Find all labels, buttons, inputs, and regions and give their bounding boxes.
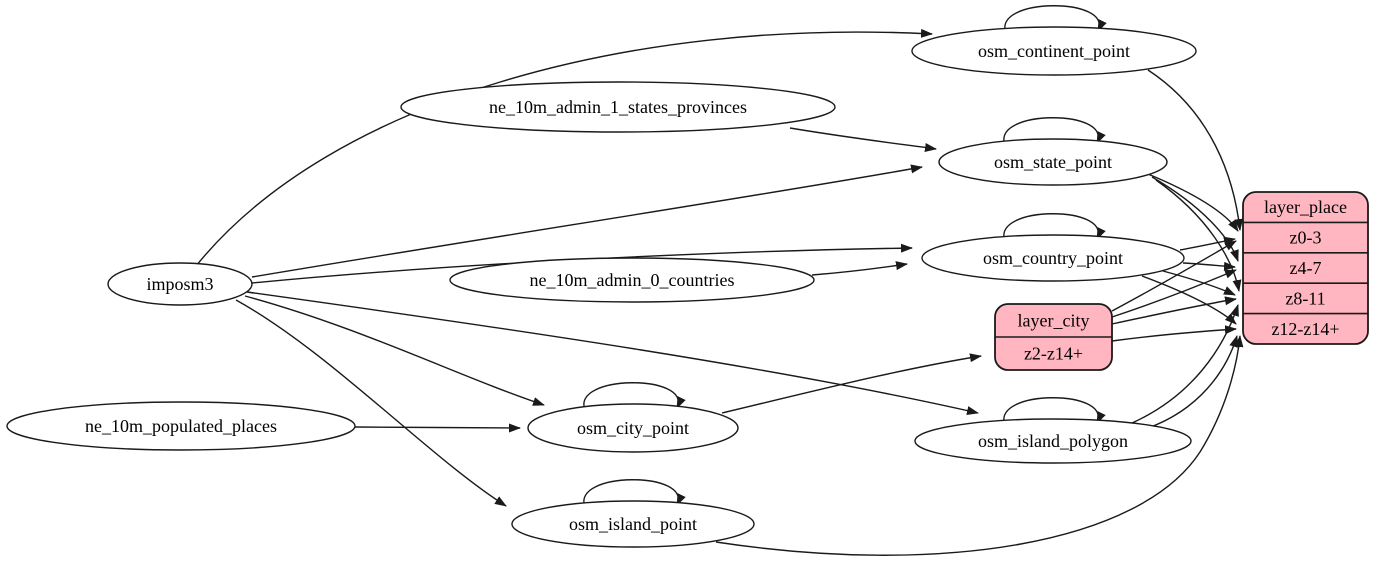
table-label-imposm3: imposm3 (146, 274, 213, 294)
edge-ne_10m_admin_1_states_provinces--to--osm_state_point (789, 127, 937, 152)
edge-osm_island_polygon--to--layer_place:z8-11 (1131, 304, 1239, 424)
table-node-ne_10m_admin_1_states_provinces: ne_10m_admin_1_states_provinces (400, 81, 836, 133)
edge-layer_city--to--layer_place:z0-3 (1111, 240, 1237, 312)
record-row-layer_city-z2-z14+: z2-z14+ (1024, 344, 1083, 364)
edge-osm_country_point--to--layer_place:z4-7 (1182, 261, 1236, 271)
edge-imposm3--to--osm_city_point (244, 295, 545, 406)
table-label-osm_state_point: osm_state_point (994, 152, 1112, 172)
table-ellipse-imposm3 (107, 262, 253, 306)
edge-ne_10m_admin_0_countries--to--osm_country_point (811, 261, 908, 276)
edge-imposm3--to--osm_island_polygon (246, 291, 979, 415)
edge-layer_city--to--layer_place:z4-7 (1111, 269, 1237, 318)
edge-osm_country_point--to--layer_place:z12-z14+ (1141, 275, 1237, 325)
table-node-osm_city_point: osm_city_point (527, 382, 739, 453)
record-rect-layer_place (1242, 191, 1369, 345)
self-loop-edge-osm_island_point (583, 479, 686, 508)
self-loop-edge-osm_city_point (583, 382, 686, 411)
edge-layer_city--to--layer_place:z8-11 (1111, 296, 1237, 325)
table-node-ne_10m_populated_places: ne_10m_populated_places (6, 401, 356, 451)
record-title-layer_city: layer_city (1018, 311, 1090, 331)
table-ellipse-osm_island_point (511, 500, 755, 548)
table-node-ne_10m_admin_0_countries: ne_10m_admin_0_countries (449, 257, 815, 303)
table-label-osm_country_point: osm_country_point (983, 248, 1123, 268)
table-ellipse-ne_10m_admin_0_countries (449, 257, 815, 303)
record-row-layer_place-z4-7: z4-7 (1290, 258, 1322, 278)
table-ellipse-osm_state_point (938, 138, 1168, 186)
edge-osm_city_point--to--layer_city:z2-z14+ (721, 353, 982, 414)
record-row-layer_place-z0-3: z0-3 (1290, 228, 1322, 248)
table-label-ne_10m_populated_places: ne_10m_populated_places (85, 416, 277, 436)
table-node-osm_state_point: osm_state_point (938, 117, 1168, 186)
table-ellipse-osm_city_point (527, 403, 739, 453)
table-label-osm_city_point: osm_city_point (577, 418, 689, 438)
table-node-osm_country_point: osm_country_point (921, 213, 1185, 282)
table-label-osm_island_point: osm_island_point (569, 514, 697, 534)
record-title-layer_place: layer_place (1264, 197, 1347, 217)
self-loop-edge-osm_continent_point (1004, 5, 1107, 34)
edge-osm_state_point--to--layer_place:z8-11 (1155, 179, 1242, 292)
edge-layer (195, 28, 1244, 556)
edge-osm_state_point--to--layer_place:z0-3 (1147, 173, 1239, 232)
edge-osm_island_polygon--to--layer_place:z12-z14+ (1147, 335, 1239, 429)
table-label-osm_continent_point: osm_continent_point (978, 41, 1130, 61)
edge-layer_city--to--layer_place:z12-z14+ (1111, 325, 1237, 342)
record-node-layer_city: layer_city z2-z14+ (994, 303, 1113, 371)
table-ellipse-osm_island_polygon (914, 418, 1192, 464)
edge-osm_country_point--to--layer_place:z0-3 (1179, 236, 1236, 251)
edge-osm_state_point--to--layer_place:z4-7 (1151, 176, 1239, 262)
table-node-imposm3: imposm3 (107, 262, 253, 306)
self-loop-edge-osm_state_point (1003, 117, 1106, 146)
table-ellipse-osm_country_point (921, 234, 1185, 282)
self-loop-edge-osm_country_point (1003, 213, 1106, 242)
table-ellipse-ne_10m_admin_1_states_provinces (400, 81, 836, 133)
table-label-ne_10m_admin_1_states_provinces: ne_10m_admin_1_states_provinces (489, 97, 747, 117)
table-label-osm_island_polygon: osm_island_polygon (978, 431, 1128, 451)
edge-imposm3--to--osm_state_point (251, 164, 923, 278)
record-row-layer_place-z12-z14+: z12-z14+ (1271, 319, 1339, 339)
table-ellipse-osm_continent_point (911, 26, 1197, 76)
table-node-osm_continent_point: osm_continent_point (911, 5, 1197, 76)
edge-osm_continent_point--to--layer_place:z0-3 (1147, 69, 1244, 231)
edge-osm_island_point--to--layer_place:z12-z14+ (715, 335, 1244, 556)
table-ellipse-ne_10m_populated_places (6, 401, 356, 451)
record-row-layer_place-z8-11: z8-11 (1285, 288, 1325, 308)
self-loop-edge-osm_island_polygon (1003, 397, 1106, 426)
table-label-ne_10m_admin_0_countries: ne_10m_admin_0_countries (530, 270, 735, 290)
table-node-osm_island_polygon: osm_island_polygon (914, 397, 1192, 464)
edge-imposm3--to--osm_island_point (235, 299, 507, 507)
record-node-layer_place: layer_place z0-3 z4-7 z8-11 z12-z14+ (1242, 191, 1369, 345)
edge-osm_country_point--to--layer_place:z8-11 (1162, 270, 1236, 296)
table-node-osm_island_point: osm_island_point (511, 479, 755, 548)
edge-imposm3--to--osm_continent_point (195, 28, 933, 267)
edge-ne_10m_populated_places--to--osm_city_point (354, 423, 521, 433)
